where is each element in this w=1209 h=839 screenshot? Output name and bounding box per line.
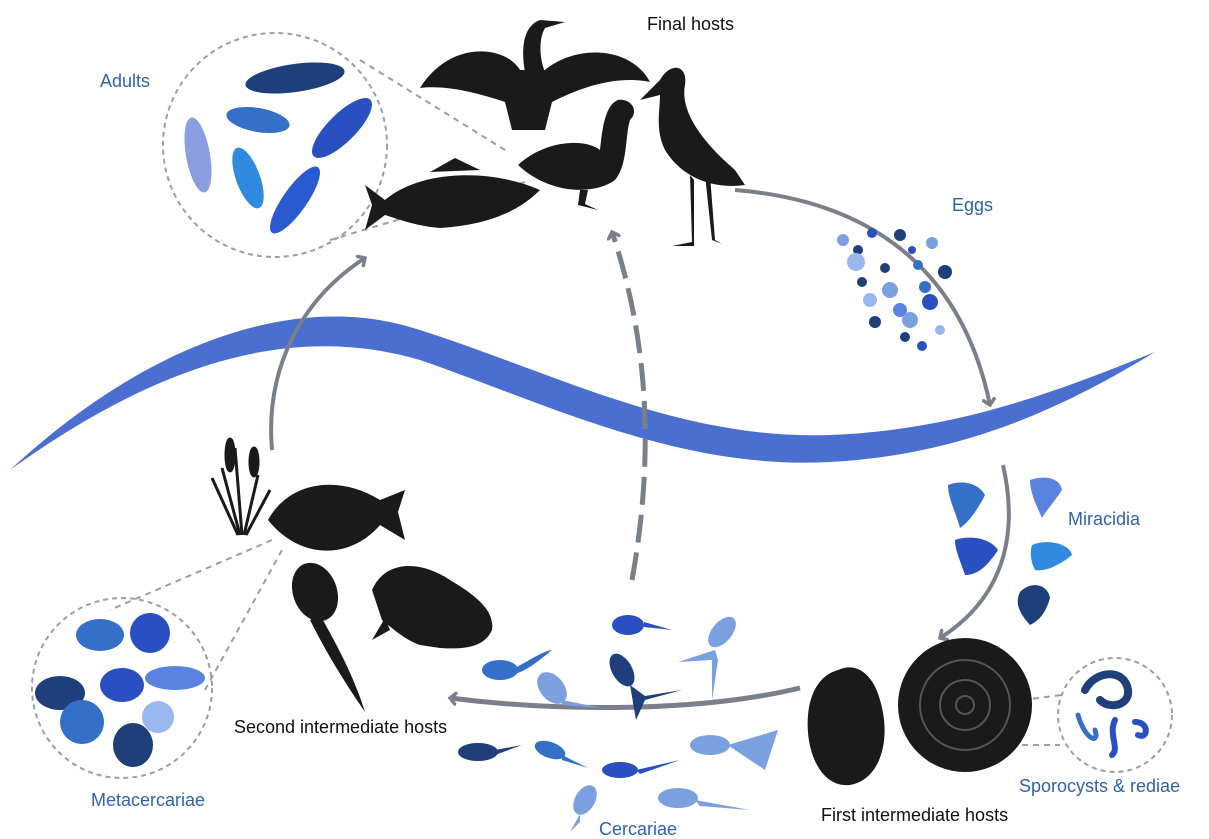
sporocysts-rediae (1078, 674, 1146, 755)
label-sporocysts-rediae: Sporocysts & rediae (1019, 777, 1180, 795)
label-miracidia: Miracidia (1068, 510, 1140, 528)
frog-icon (372, 566, 492, 648)
label-second-intermediate-hosts: Second intermediate hosts (234, 718, 447, 736)
fish-icon (268, 485, 405, 551)
label-final-hosts: Final hosts (647, 15, 734, 33)
ramshorn-snail-icon (898, 638, 1032, 772)
label-metacercariae: Metacercariae (91, 791, 205, 809)
tadpole-icon (284, 556, 365, 712)
water-band (10, 317, 1155, 470)
stork-icon (640, 68, 745, 246)
fish-icon (365, 158, 540, 230)
arrow-second-to-final (271, 258, 365, 450)
arrow-final-to-eggs (735, 190, 990, 405)
label-adults: Adults (100, 72, 150, 90)
adult-flukes (180, 57, 381, 239)
cercariae-cluster (458, 612, 778, 832)
arrow-snail-to-second (450, 688, 800, 707)
label-cercariae: Cercariae (599, 820, 677, 838)
pond-snail-icon (808, 667, 885, 785)
label-eggs: Eggs (952, 196, 993, 214)
metacercariae-cluster (35, 613, 205, 767)
label-first-intermediate-hosts: First intermediate hosts (821, 806, 1008, 824)
reed-plant-icon (212, 439, 270, 535)
